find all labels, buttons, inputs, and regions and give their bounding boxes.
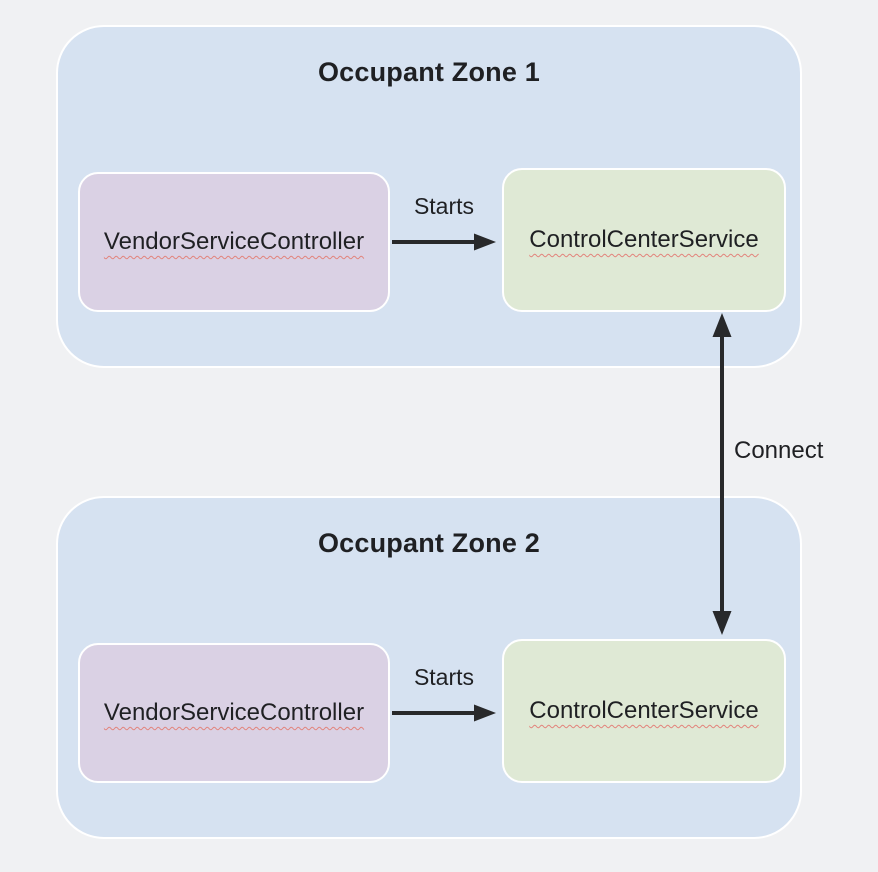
starts-label: Starts <box>413 664 475 690</box>
starts-arrow <box>392 233 496 251</box>
control-center-service-box: ControlCenterService <box>502 168 786 312</box>
control-center-service-label: ControlCenterService <box>529 697 759 724</box>
zone-title: Occupant Zone 1 <box>317 57 541 87</box>
vendor-service-controller-box: VendorServiceController <box>78 643 390 783</box>
connect-label: Connect <box>734 437 824 464</box>
vendor-service-controller-box: VendorServiceController <box>78 172 390 312</box>
occupant-zone-2: Occupant Zone 2 VendorServiceController … <box>56 496 802 839</box>
occupant-zone-1: Occupant Zone 1 VendorServiceController … <box>56 25 802 368</box>
zone-title: Occupant Zone 2 <box>317 528 541 558</box>
vendor-service-controller-label: VendorServiceController <box>103 228 365 255</box>
connect-arrow <box>712 313 732 635</box>
starts-arrow <box>392 704 496 722</box>
control-center-service-box: ControlCenterService <box>502 639 786 783</box>
vendor-service-controller-label: VendorServiceController <box>103 699 365 726</box>
starts-label: Starts <box>413 193 475 219</box>
control-center-service-label: ControlCenterService <box>529 226 759 253</box>
